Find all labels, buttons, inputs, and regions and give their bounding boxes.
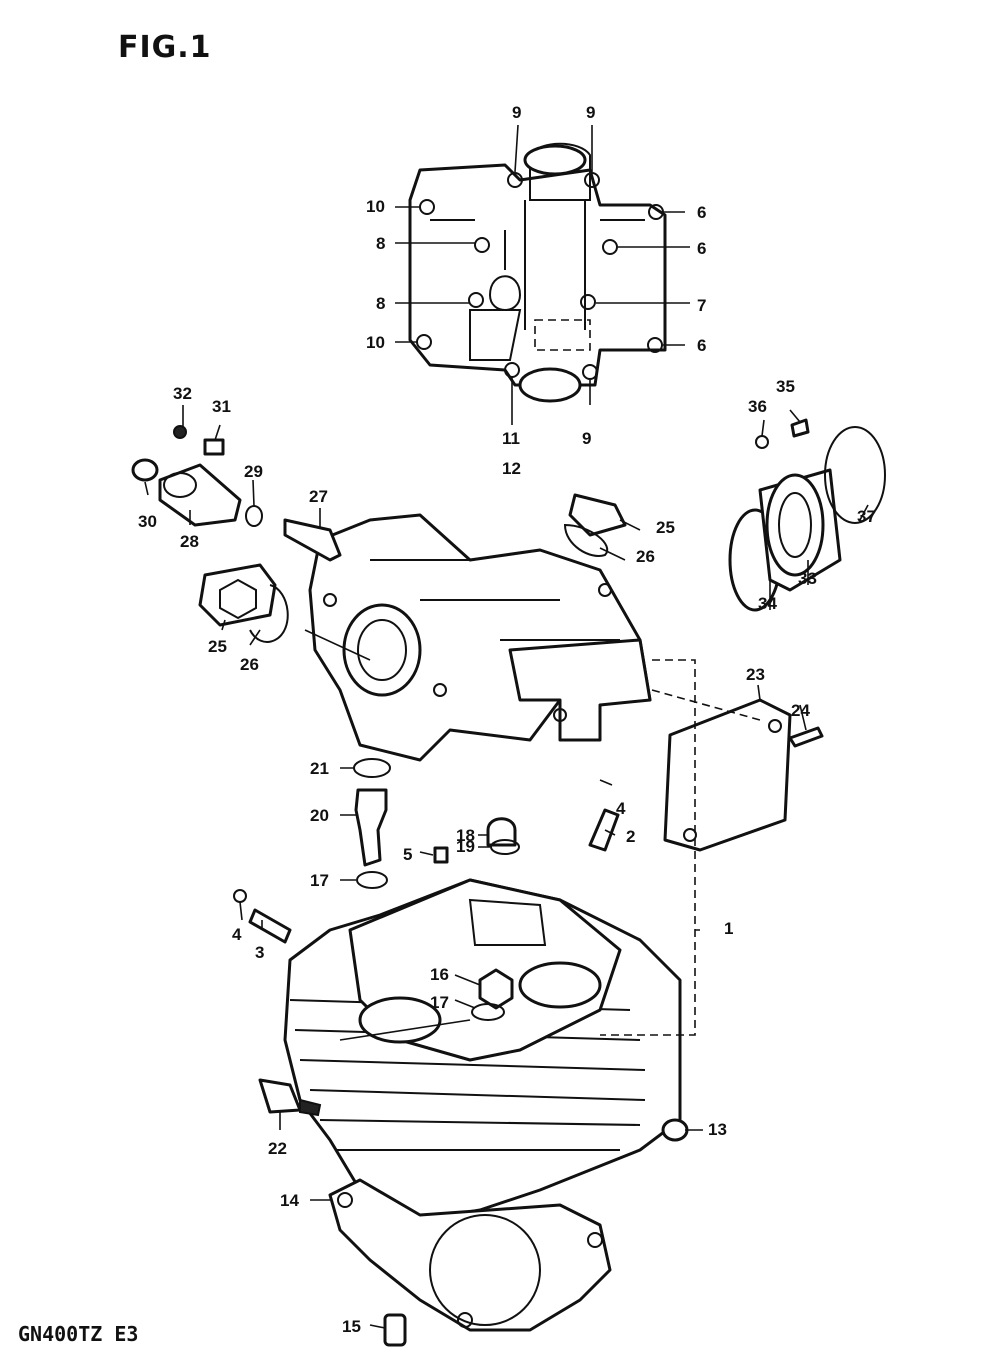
callout-37: 37 xyxy=(857,507,876,526)
callout-17: 17 xyxy=(310,871,329,890)
tappet-cover xyxy=(663,698,792,852)
callout-25: 25 xyxy=(656,518,675,537)
callout-12: 12 xyxy=(502,459,521,478)
callout-23: 23 xyxy=(746,665,765,684)
callout-31: 31 xyxy=(212,397,231,416)
callout-6: 6 xyxy=(697,239,707,258)
callout-19: 19 xyxy=(456,837,475,856)
callout-18: 18 xyxy=(456,826,475,845)
callout-34: 34 xyxy=(758,594,777,613)
callout-28: 28 xyxy=(180,532,199,551)
callout-16: 16 xyxy=(430,965,449,984)
callout-26: 26 xyxy=(240,655,259,674)
rocker-housing xyxy=(308,513,652,762)
cylinder-head xyxy=(283,878,682,1222)
callout-15: 15 xyxy=(342,1317,361,1336)
callout-25: 25 xyxy=(208,637,227,656)
callout-7: 7 xyxy=(697,296,707,315)
callout-10: 10 xyxy=(366,333,385,352)
head-cover xyxy=(408,142,667,403)
callout-4: 4 xyxy=(616,799,626,818)
cylinder-gasket xyxy=(328,1178,612,1332)
callout-1: 1 xyxy=(724,919,734,938)
callout-27: 27 xyxy=(309,487,328,506)
callout-5: 5 xyxy=(403,845,413,864)
callout-3: 3 xyxy=(255,943,265,962)
callout-36: 36 xyxy=(748,397,767,416)
callout-2: 2 xyxy=(626,827,636,846)
callout-21: 21 xyxy=(310,759,329,778)
callout-9: 9 xyxy=(582,429,592,448)
callout-14: 14 xyxy=(280,1191,299,1210)
callout-8: 8 xyxy=(376,234,386,253)
callout-32: 32 xyxy=(173,384,192,403)
callout-24: 24 xyxy=(791,701,810,720)
callout-9: 9 xyxy=(512,103,522,122)
callout-8: 8 xyxy=(376,294,386,313)
figure-title: FIG.1 xyxy=(118,30,212,65)
model-code-label: GN400TZ E3 xyxy=(18,1322,139,1346)
intake-pipe xyxy=(728,426,886,612)
callout-6: 6 xyxy=(697,336,707,355)
callout-11: 11 xyxy=(502,429,520,448)
callout-35: 35 xyxy=(776,377,795,396)
callout-13: 13 xyxy=(708,1120,727,1139)
callout-29: 29 xyxy=(244,462,263,481)
callout-33: 33 xyxy=(798,569,817,588)
callout-9: 9 xyxy=(586,103,596,122)
callout-6: 6 xyxy=(697,203,707,222)
leader-lines xyxy=(144,124,869,1329)
callout-22: 22 xyxy=(268,1139,287,1158)
callout-4: 4 xyxy=(232,925,242,944)
callout-17: 17 xyxy=(430,993,449,1012)
callout-30: 30 xyxy=(138,512,157,531)
callout-10: 10 xyxy=(366,197,385,216)
callout-20: 20 xyxy=(310,806,329,825)
callout-26: 26 xyxy=(636,547,655,566)
small-parts xyxy=(131,418,824,1347)
